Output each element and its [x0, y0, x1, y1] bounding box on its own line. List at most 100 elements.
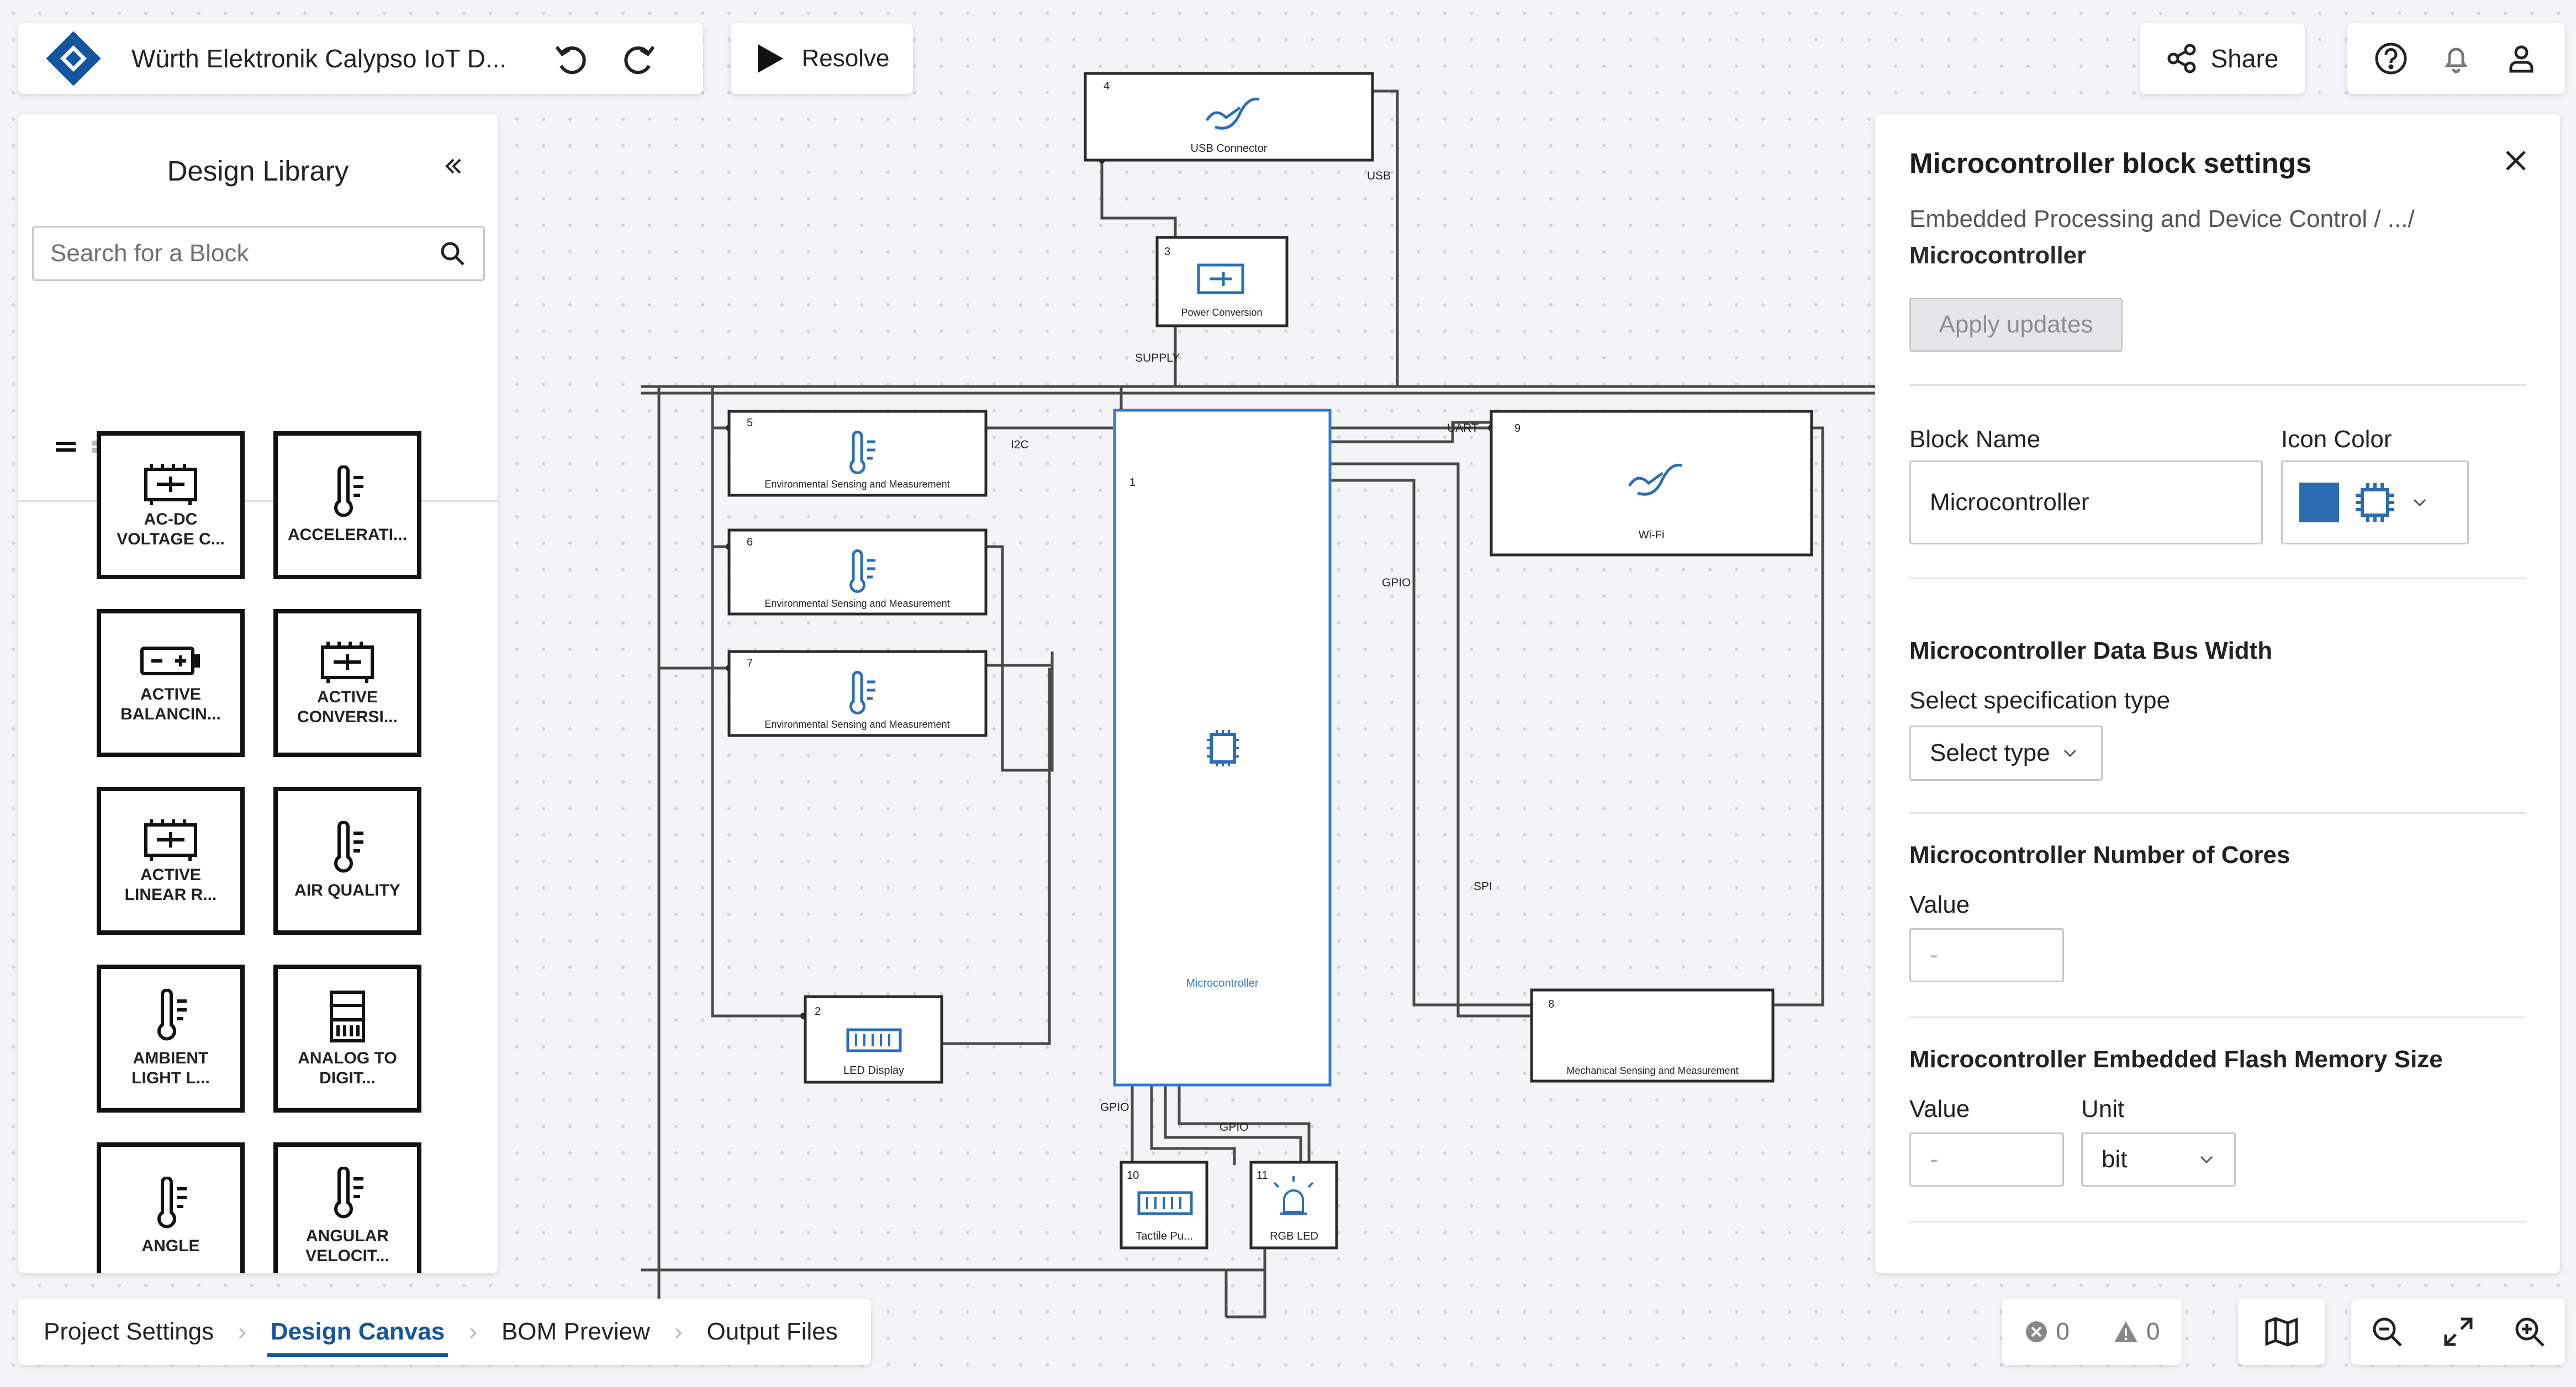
block-number: 1	[1129, 477, 1136, 489]
thermometer-icon	[151, 989, 190, 1044]
block-number: 4	[1104, 80, 1110, 92]
block-label: Environmental Sensing and Measurement	[764, 598, 949, 609]
list-view-icon[interactable]	[55, 438, 77, 455]
thermometer-icon	[151, 1177, 190, 1232]
user-profile-icon[interactable]	[2504, 41, 2538, 76]
block-name-input[interactable]: Microcontroller	[1909, 460, 2263, 544]
net-label: SPI	[1474, 880, 1492, 893]
net-label: GPIO	[1100, 1101, 1129, 1114]
flash-value-label: Value	[1909, 1095, 1970, 1123]
block-number: 9	[1514, 422, 1521, 435]
net-label: SUPPLY	[1135, 352, 1180, 364]
tile-label-line1: ANGULAR	[306, 1226, 389, 1246]
chevron-right-icon: ›	[469, 1318, 477, 1346]
cores-value-input[interactable]: -	[1909, 928, 2064, 982]
tab-design-canvas[interactable]: Design Canvas	[267, 1299, 448, 1365]
library-tile[interactable]: AC-DC VOLTAGE C...	[97, 431, 245, 579]
collapse-chevrons-icon[interactable]	[442, 155, 464, 177]
design-library-panel: Design Library AC-DC VOLTAGE C... ACCELE…	[18, 114, 498, 1273]
tab-project-settings[interactable]: Project Settings	[40, 1299, 217, 1365]
chevron-right-icon: ›	[674, 1318, 683, 1346]
block-number: 10	[1127, 1169, 1139, 1182]
battery-icon	[138, 642, 204, 680]
library-tile[interactable]: ANGULAR VELOCIT...	[273, 1142, 421, 1273]
library-tile[interactable]: ANALOG TO DIGIT...	[273, 965, 421, 1113]
library-tile[interactable]: ACTIVE BALANCIN...	[97, 609, 245, 757]
tab-bom-preview[interactable]: BOM Preview	[498, 1299, 653, 1365]
help-icon[interactable]	[2374, 41, 2408, 76]
block-number: 7	[747, 657, 753, 669]
undo-icon[interactable]	[551, 39, 590, 78]
minimap-button[interactable]	[2238, 1299, 2325, 1365]
block-number: 11	[1257, 1169, 1268, 1182]
library-tile[interactable]: ACTIVE CONVERSI...	[273, 609, 421, 757]
breadcrumb-path: Embedded Processing and Device Control /…	[1909, 201, 2462, 237]
notification-bell-icon[interactable]	[2439, 41, 2473, 76]
library-tile[interactable]: ACTIVE LINEAR R...	[97, 787, 245, 935]
tile-label-line2: ANGLE	[142, 1236, 200, 1256]
block-label: Environmental Sensing and Measurement	[764, 479, 949, 490]
chevron-down-icon	[2411, 494, 2429, 511]
net-label: UART	[1447, 422, 1479, 435]
project-title[interactable]: Würth Elektronik Calypso IoT D...	[131, 44, 518, 73]
power-conversion-icon	[140, 817, 201, 861]
chevron-down-icon	[2061, 744, 2079, 762]
tile-label-line2: LIGHT L...	[131, 1068, 210, 1088]
tab-output-files[interactable]: Output Files	[704, 1299, 841, 1365]
tile-label-line1: AC-DC	[144, 510, 198, 530]
tile-label-line2: CONVERSI...	[297, 707, 398, 727]
library-title: Design Library	[167, 155, 349, 187]
warning-icon	[2113, 1320, 2139, 1344]
zoom-controls	[2351, 1299, 2565, 1365]
power-conversion-icon	[317, 639, 378, 683]
tile-label-line1: ACTIVE	[317, 687, 378, 707]
block-settings-panel: Microcontroller block settings Embedded …	[1875, 114, 2560, 1273]
tile-label-line2: VOLTAGE C...	[117, 530, 225, 549]
tile-label-line2: BALANCIN...	[120, 705, 221, 724]
resolve-button[interactable]: Resolve	[731, 23, 913, 94]
logo-icon[interactable]	[43, 28, 104, 89]
chevron-down-icon	[2198, 1151, 2215, 1168]
library-tile[interactable]: ACCELERATI...	[273, 431, 421, 579]
tile-label-line1: ANALOG TO	[298, 1049, 397, 1068]
block-search-field[interactable]	[32, 226, 485, 281]
flash-value-input[interactable]: -	[1909, 1132, 2064, 1187]
chip-icon	[2350, 478, 2400, 527]
apply-updates-button[interactable]: Apply updates	[1909, 298, 2123, 352]
flash-unit-select[interactable]: bit	[2081, 1132, 2236, 1187]
redo-icon[interactable]	[620, 39, 659, 78]
library-tile[interactable]: ANGLE	[97, 1142, 245, 1273]
block-number: 6	[747, 536, 753, 548]
block-label: Mechanical Sensing and Measurement	[1566, 1065, 1738, 1076]
tile-label-line2: AIR QUALITY	[294, 881, 400, 901]
share-button[interactable]: Share	[2140, 23, 2305, 94]
icon-color-picker[interactable]	[2281, 460, 2469, 544]
power-conversion-icon	[140, 461, 201, 505]
tile-label-line2: ACCELERATI...	[288, 525, 407, 545]
block-label: Wi-Fi	[1639, 529, 1665, 541]
thermometer-icon	[328, 465, 367, 521]
block-number: 2	[815, 1005, 821, 1018]
validation-status[interactable]: 0 0	[2002, 1299, 2182, 1365]
library-tile[interactable]: AIR QUALITY	[273, 787, 421, 935]
search-icon[interactable]	[438, 239, 467, 268]
resolve-label: Resolve	[802, 45, 890, 72]
user-toolbar	[2347, 23, 2565, 94]
block-search-input[interactable]	[50, 240, 438, 267]
block-number: 8	[1548, 998, 1554, 1010]
error-icon	[2024, 1320, 2049, 1344]
tile-label-line2: DIGIT...	[319, 1068, 376, 1088]
icon-color-label: Icon Color	[2281, 426, 2392, 453]
zoom-out-icon[interactable]	[2370, 1315, 2404, 1349]
flash-unit-label: Unit	[2081, 1095, 2124, 1123]
block-label: USB Connector	[1191, 142, 1268, 155]
close-icon[interactable]	[2499, 144, 2532, 177]
library-tile[interactable]: AMBIENT LIGHT L...	[97, 965, 245, 1113]
block-label: RGB LED	[1270, 1230, 1318, 1242]
spec-type-select[interactable]: Select type	[1909, 726, 2103, 781]
tile-label-line1: AMBIENT	[133, 1049, 209, 1068]
fit-to-screen-icon[interactable]	[2441, 1315, 2475, 1349]
tile-label-line2: VELOCIT...	[305, 1246, 389, 1266]
zoom-in-icon[interactable]	[2512, 1315, 2547, 1349]
cores-title: Microcontroller Number of Cores	[1909, 841, 2290, 869]
